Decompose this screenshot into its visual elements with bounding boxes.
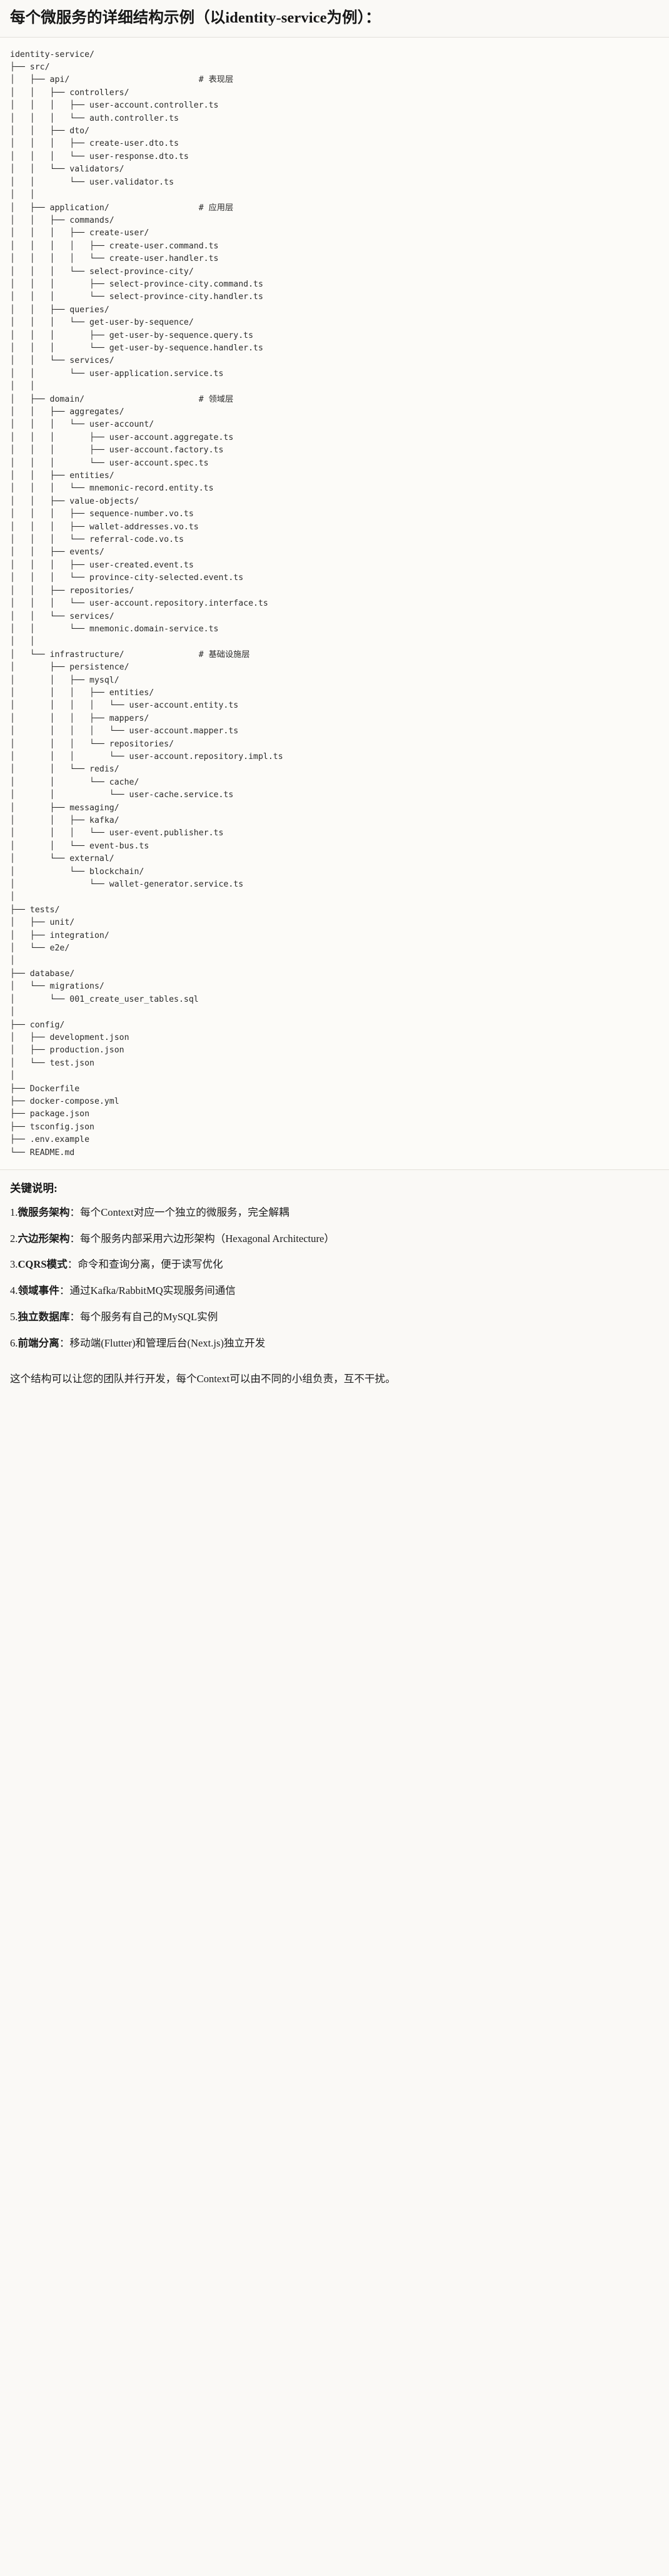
- key-point-separator: ：: [69, 1232, 81, 1245]
- key-point-term: 独立数据库: [18, 1310, 70, 1323]
- key-points-block: 关键说明: 1.微服务架构：每个Context对应一个独立的微服务，完全解耦 2…: [0, 1170, 669, 1365]
- key-point-number: 3.: [10, 1258, 18, 1271]
- key-point-term: CQRS模式: [18, 1258, 68, 1271]
- key-points-heading: 关键说明:: [10, 1181, 58, 1194]
- key-point-separator: ：: [59, 1336, 70, 1349]
- key-point-term: 六边形架构: [18, 1232, 70, 1245]
- key-point-term: 前端分离: [18, 1336, 59, 1349]
- directory-tree: identity-service/ ├── src/ │ ├── api/ # …: [10, 49, 283, 1158]
- list-item: 3.CQRS模式：命令和查询分离，便于读写优化: [10, 1256, 659, 1273]
- key-point-number: 1.: [10, 1206, 18, 1218]
- key-point-description: 通过Kafka/RabbitMQ实现服务间通信: [69, 1285, 236, 1297]
- list-item: 1.微服务架构：每个Context对应一个独立的微服务，完全解耦: [10, 1204, 659, 1221]
- list-item: 2.六边形架构：每个服务内部采用六边形架构（Hexagonal Architec…: [10, 1231, 659, 1247]
- closing-paragraph: 这个结构可以让您的团队并行开发，每个Context可以由不同的小组负责，互不干扰…: [10, 1373, 396, 1385]
- key-point-term: 微服务架构: [18, 1206, 70, 1218]
- list-item: 5.独立数据库：每个服务有自己的MySQL实例: [10, 1309, 659, 1325]
- tree-divider: [0, 1169, 669, 1170]
- key-point-number: 4.: [10, 1285, 18, 1297]
- key-point-term: 领域事件: [18, 1285, 59, 1297]
- key-point-description: 每个服务内部采用六边形架构（Hexagonal Architecture）: [80, 1232, 334, 1245]
- key-point-separator: ：: [59, 1285, 70, 1297]
- key-point-number: 5.: [10, 1310, 18, 1323]
- key-point-separator: ：: [67, 1258, 78, 1271]
- key-point-description: 每个服务有自己的MySQL实例: [80, 1310, 218, 1323]
- page-root: 每个微服务的详细结构示例（以identity-service为例）： ident…: [0, 9, 669, 1385]
- key-point-description: 移动端(Flutter)和管理后台(Next.js)独立开发: [69, 1336, 266, 1349]
- key-points-list: 1.微服务架构：每个Context对应一个独立的微服务，完全解耦 2.六边形架构…: [10, 1204, 659, 1351]
- page-title: 每个微服务的详细结构示例（以identity-service为例）：: [10, 9, 381, 26]
- list-item: 4.领域事件：通过Kafka/RabbitMQ实现服务间通信: [10, 1283, 659, 1299]
- title-divider: [0, 36, 669, 38]
- key-point-description: 每个Context对应一个独立的微服务，完全解耦: [80, 1206, 289, 1218]
- list-item: 6.前端分离：移动端(Flutter)和管理后台(Next.js)独立开发: [10, 1335, 659, 1352]
- key-point-number: 6.: [10, 1336, 18, 1349]
- key-point-description: 命令和查询分离，便于读写优化: [78, 1258, 223, 1271]
- key-point-number: 2.: [10, 1232, 18, 1245]
- key-point-separator: ：: [69, 1206, 81, 1218]
- directory-tree-block: identity-service/ ├── src/ │ ├── api/ # …: [0, 37, 669, 1169]
- key-point-separator: ：: [69, 1310, 81, 1323]
